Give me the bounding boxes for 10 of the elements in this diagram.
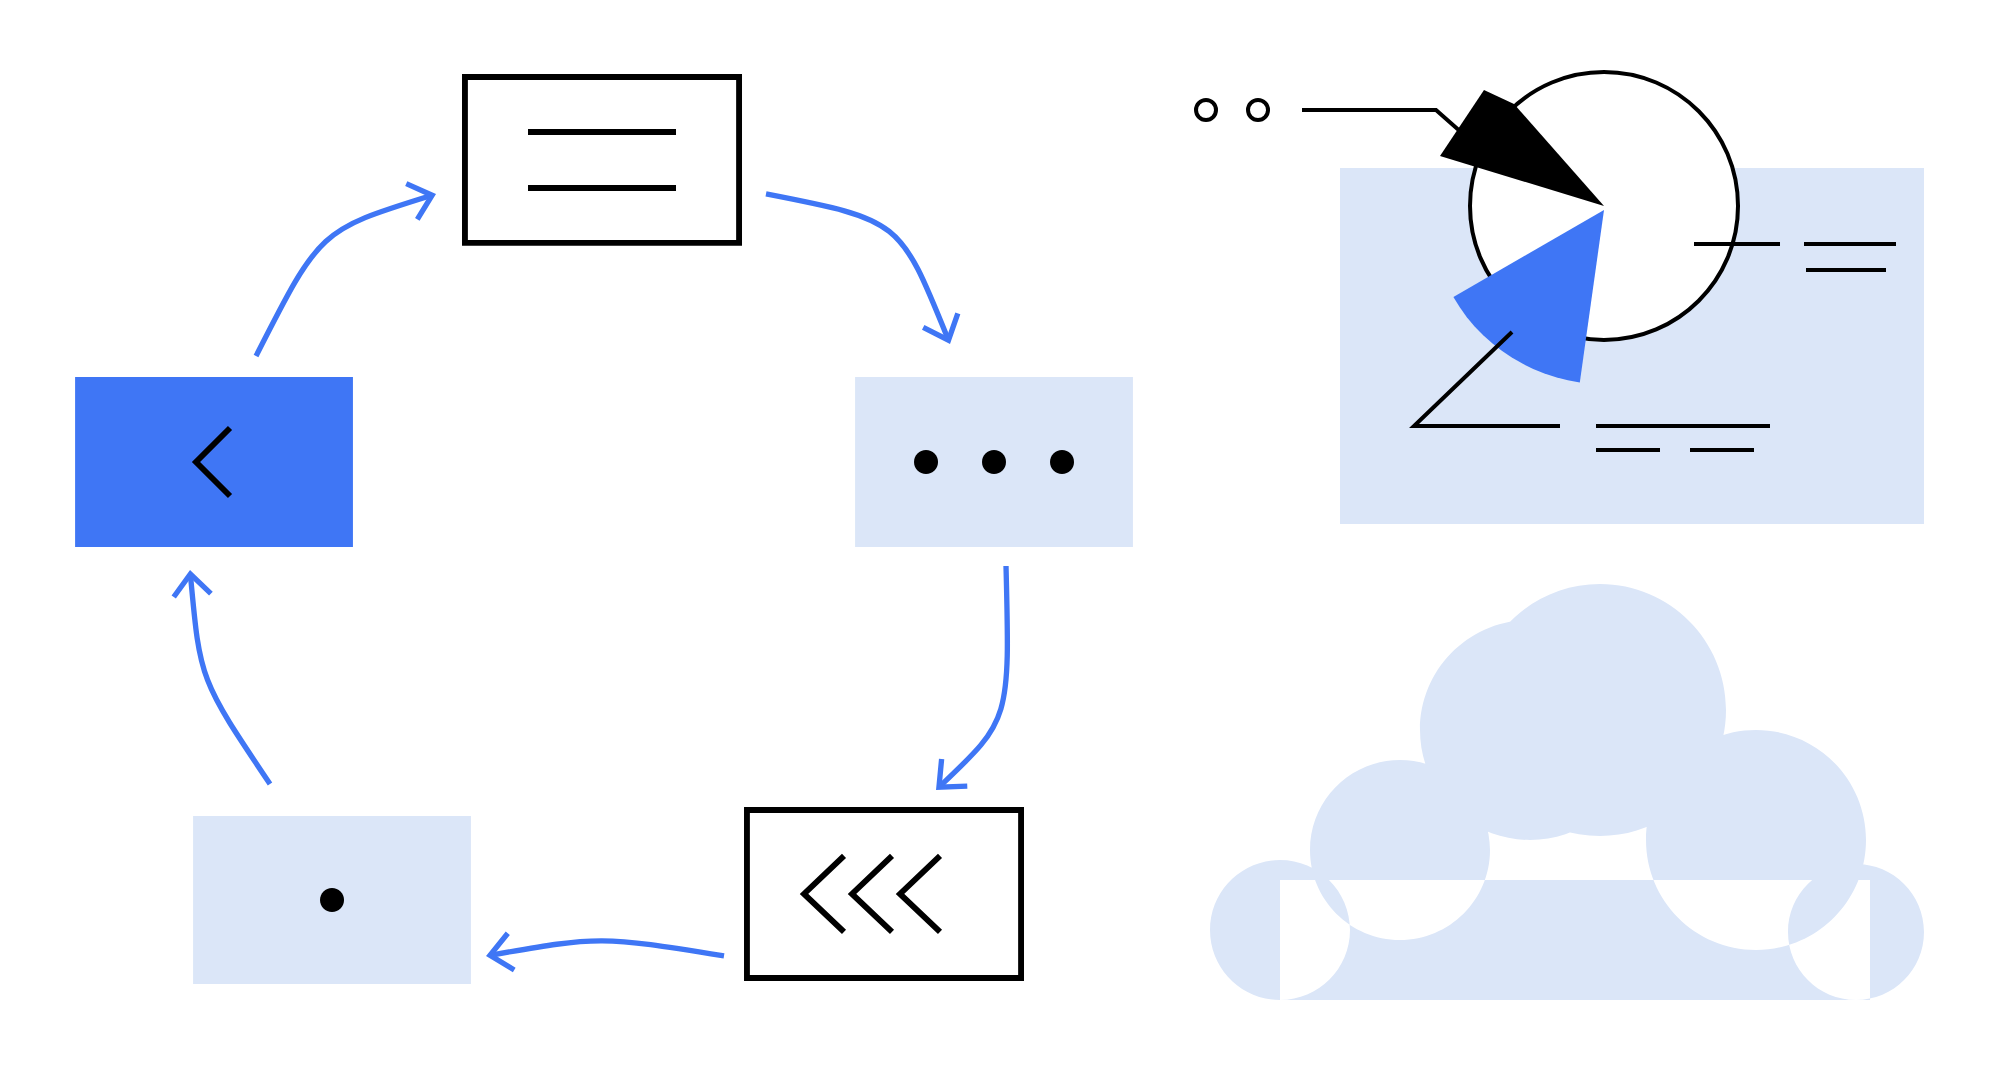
arrow: [253, 181, 436, 358]
process-box: [462, 74, 742, 246]
arrow: [171, 570, 273, 786]
process-box: [744, 807, 1024, 981]
arrow: [486, 931, 725, 973]
arrow: [765, 191, 961, 344]
process-box: [193, 816, 471, 984]
process-box: [855, 376, 1133, 548]
arrow: [936, 565, 1011, 790]
process-box: [75, 376, 353, 548]
